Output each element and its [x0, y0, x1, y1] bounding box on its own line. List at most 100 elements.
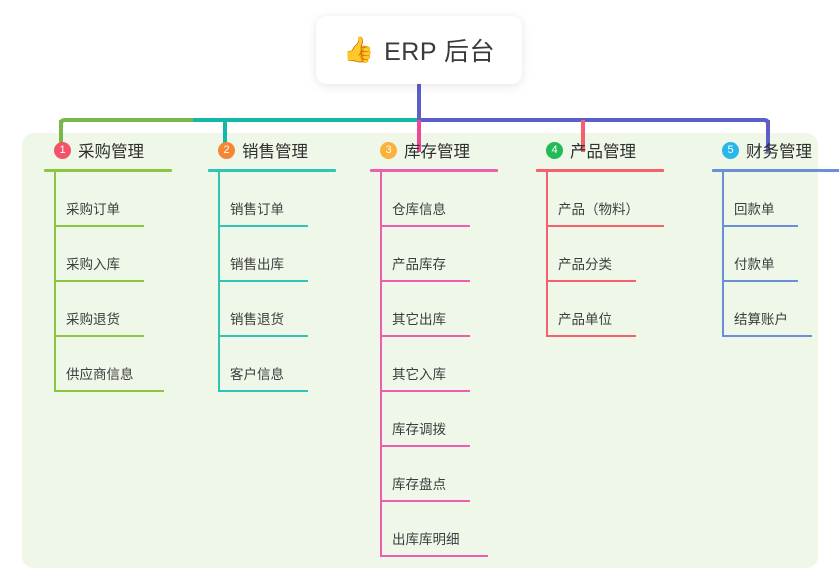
leaf-underline	[380, 500, 470, 502]
leaf-underline	[380, 335, 470, 337]
column-sales-management: 2 销售管理 销售订单 销售出库 销售退货 客户信息	[202, 133, 362, 392]
leaf-underline	[54, 280, 144, 282]
leaf-underline	[722, 335, 812, 337]
column-header[interactable]: 5 财务管理	[706, 133, 839, 167]
leaf-label: 产品库存	[392, 257, 446, 272]
leaf-label: 采购退货	[66, 312, 120, 327]
column-underline-4	[536, 169, 664, 172]
list-item[interactable]: 销售出库	[202, 227, 362, 282]
list-item[interactable]: 采购入库	[38, 227, 198, 282]
leaf-label: 销售退货	[230, 312, 284, 327]
leaf-underline	[54, 225, 144, 227]
column-title-3: 库存管理	[404, 143, 470, 161]
leaf-underline	[218, 335, 308, 337]
leaf-label: 产品单位	[558, 312, 612, 327]
list-item[interactable]: 产品（物料）	[530, 172, 710, 227]
column-title-4: 产品管理	[570, 143, 636, 161]
leaf-label: 销售订单	[230, 202, 284, 217]
list-item[interactable]: 产品单位	[530, 282, 710, 337]
column-underline-2	[208, 169, 336, 172]
list-item[interactable]: 付款单	[706, 227, 839, 282]
column-underline-5	[712, 169, 839, 172]
column-body-1: 采购订单 采购入库 采购退货 供应商信息	[38, 172, 198, 392]
column-body-3: 仓库信息 产品库存 其它出库 其它入库 库存调拨 库存盘点	[364, 172, 534, 557]
leaf-underline	[218, 390, 308, 392]
leaf-underline	[546, 225, 664, 227]
leaf-label: 库存盘点	[392, 477, 446, 492]
column-badge-1: 1	[54, 141, 71, 159]
list-item[interactable]: 销售退货	[202, 282, 362, 337]
column-underline-3	[370, 169, 498, 172]
leaf-label: 采购订单	[66, 202, 120, 217]
column-badge-4: 4	[546, 141, 563, 159]
column-purchase-management: 1 采购管理 采购订单 采购入库 采购退货 供应商信息	[38, 133, 198, 392]
leaf-label: 销售出库	[230, 257, 284, 272]
leaf-underline	[722, 280, 798, 282]
column-product-management: 4 产品管理 产品（物料） 产品分类 产品单位	[530, 133, 710, 337]
column-container: 1 采购管理 采购订单 采购入库 采购退货 供应商信息	[22, 133, 839, 568]
column-inventory-management: 3 库存管理 仓库信息 产品库存 其它出库 其它入库 库存调拨	[364, 133, 534, 557]
list-item[interactable]: 出库库明细	[364, 502, 534, 557]
column-spine-5	[722, 172, 724, 337]
list-item[interactable]: 其它入库	[364, 337, 534, 392]
leaf-underline	[546, 335, 636, 337]
list-item[interactable]: 库存盘点	[364, 447, 534, 502]
list-item[interactable]: 回款单	[706, 172, 839, 227]
leaf-underline	[546, 280, 636, 282]
leaf-underline	[380, 225, 470, 227]
leaf-underline	[722, 225, 798, 227]
column-finance-management: 5 财务管理 回款单 付款单 结算账户	[706, 133, 839, 337]
leaf-label: 产品分类	[558, 257, 612, 272]
column-body-2: 销售订单 销售出库 销售退货 客户信息	[202, 172, 362, 392]
leaf-underline	[380, 555, 488, 557]
list-item[interactable]: 仓库信息	[364, 172, 534, 227]
leaf-underline	[218, 280, 308, 282]
column-spine-2	[218, 172, 220, 392]
leaf-label: 产品（物料）	[558, 202, 639, 217]
column-title-2: 销售管理	[242, 143, 308, 161]
leaf-label: 回款单	[734, 202, 775, 217]
root-node-card[interactable]: 👍 ERP 后台	[316, 16, 522, 84]
column-badge-3: 3	[380, 141, 397, 159]
leaf-label: 其它入库	[392, 367, 446, 382]
column-spine-1	[54, 172, 56, 392]
column-title-1: 采购管理	[78, 143, 144, 161]
leaf-label: 付款单	[734, 257, 775, 272]
list-item[interactable]: 采购订单	[38, 172, 198, 227]
leaf-underline	[54, 335, 144, 337]
list-item[interactable]: 客户信息	[202, 337, 362, 392]
column-header[interactable]: 3 库存管理	[364, 133, 534, 167]
column-underline-1	[44, 169, 172, 172]
column-header[interactable]: 1 采购管理	[38, 133, 198, 167]
list-item[interactable]: 结算账户	[706, 282, 839, 337]
column-badge-2: 2	[218, 141, 235, 159]
column-header[interactable]: 2 销售管理	[202, 133, 362, 167]
leaf-underline	[54, 390, 164, 392]
leaf-label: 客户信息	[230, 367, 284, 382]
list-item[interactable]: 供应商信息	[38, 337, 198, 392]
column-body-5: 回款单 付款单 结算账户	[706, 172, 839, 337]
leaf-label: 其它出库	[392, 312, 446, 327]
page-title: ERP 后台	[384, 38, 496, 66]
list-item[interactable]: 销售订单	[202, 172, 362, 227]
list-item[interactable]: 库存调拨	[364, 392, 534, 447]
list-item[interactable]: 产品分类	[530, 227, 710, 282]
leaf-underline	[380, 445, 470, 447]
column-body-4: 产品（物料） 产品分类 产品单位	[530, 172, 710, 337]
thumbs-up-icon: 👍	[342, 35, 375, 64]
leaf-underline	[380, 390, 470, 392]
leaf-label: 采购入库	[66, 257, 120, 272]
diagram-panel	[22, 133, 818, 568]
column-header[interactable]: 4 产品管理	[530, 133, 710, 167]
leaf-label: 出库库明细	[392, 532, 460, 547]
leaf-label: 结算账户	[734, 312, 788, 327]
list-item[interactable]: 产品库存	[364, 227, 534, 282]
leaf-label: 供应商信息	[66, 367, 134, 382]
leaf-underline	[380, 280, 470, 282]
list-item[interactable]: 其它出库	[364, 282, 534, 337]
column-spine-4	[546, 172, 548, 337]
column-title-5: 财务管理	[746, 143, 812, 161]
leaf-label: 库存调拨	[392, 422, 446, 437]
column-spine-3	[380, 172, 382, 557]
list-item[interactable]: 采购退货	[38, 282, 198, 337]
